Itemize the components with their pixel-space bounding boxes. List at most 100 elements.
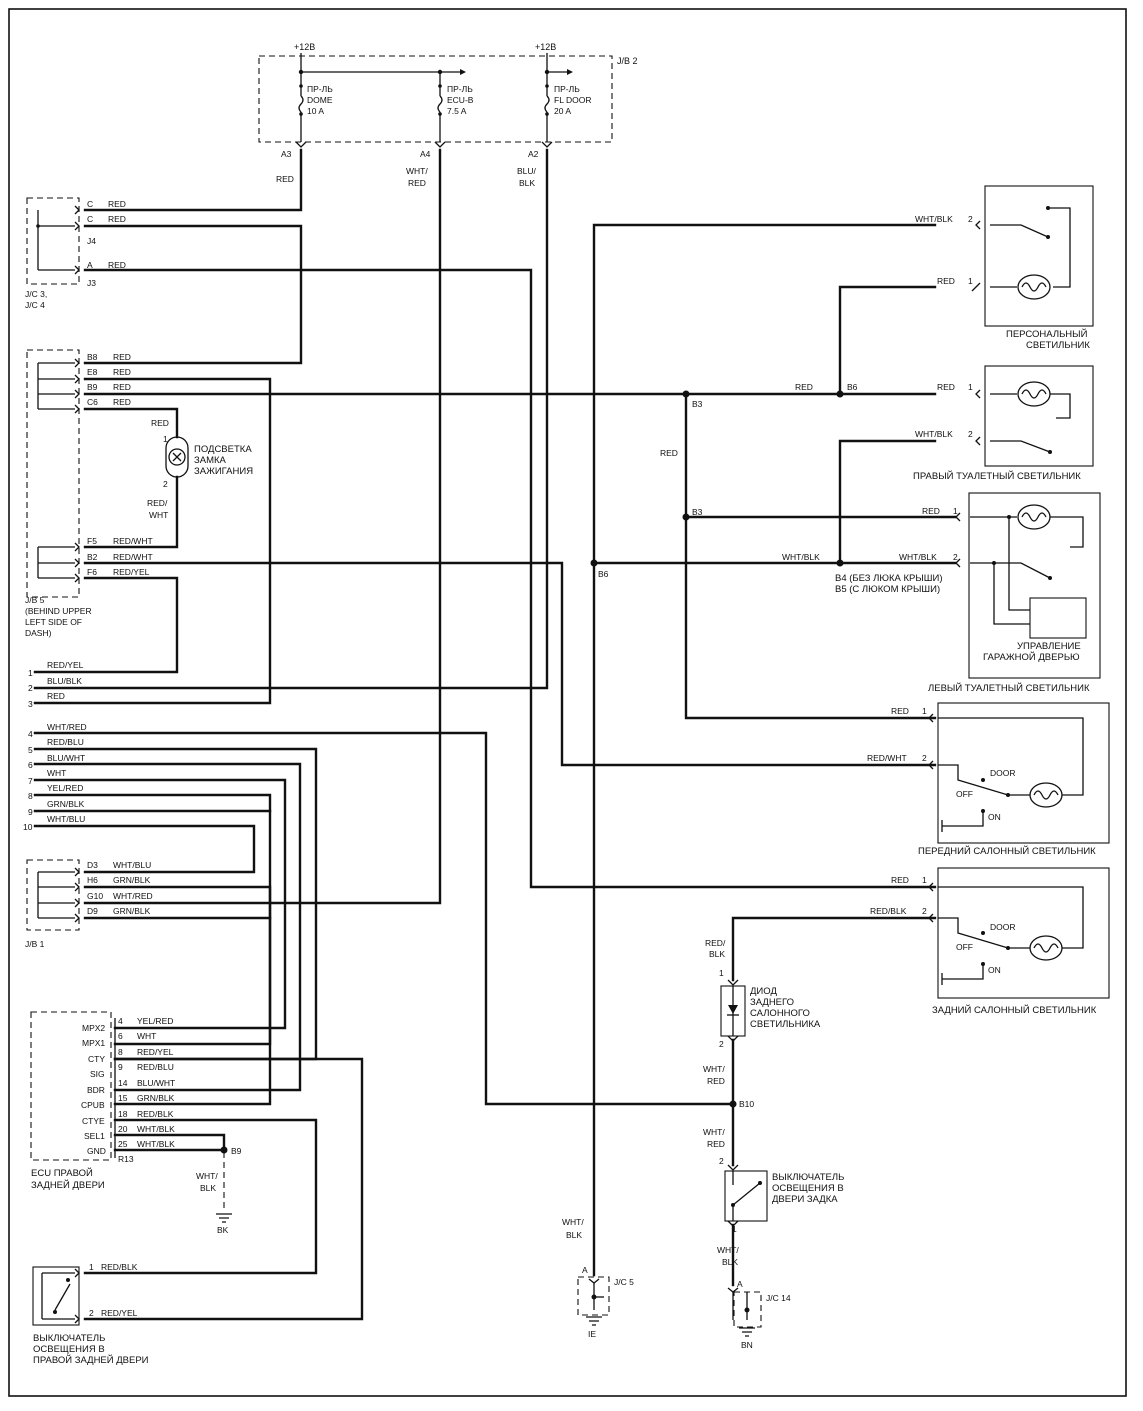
diode-wire-top-1: RED/ xyxy=(705,938,726,948)
rd-wire-1: RED xyxy=(891,875,909,885)
ecu-num-4: 4 xyxy=(118,1016,123,1026)
jb1-junction: D3 H6 G10 D9 WHT/BLU GRN/BLK WHT/RED GRN… xyxy=(25,859,153,949)
switch-icon xyxy=(938,917,1030,949)
conn-num-10: 10 xyxy=(23,822,33,832)
rear-dome-diode: RED/ BLK 1 2 ДИОД ЗАДНЕГО САЛОННОГО СВЕТ… xyxy=(703,938,821,1086)
ignition-key-light: RED 1 2 ПОДСВЕТКА ЗАМКА ЗАЖИГАНИЯ RED/ W… xyxy=(147,418,253,520)
jb5-name-2: (BEHIND UPPER xyxy=(25,606,92,616)
wire-a2-color-2: BLK xyxy=(519,178,535,188)
fuse-dome-l3: 10 A xyxy=(307,106,324,116)
rv-wire-red-left: RED xyxy=(795,382,813,392)
backsw-wire-1: WHT/ xyxy=(703,1127,725,1137)
jb5-pin-b8: B8 xyxy=(87,352,98,362)
conn-num-9: 9 xyxy=(28,807,33,817)
jb5-pin-b9: B9 xyxy=(87,382,98,392)
ecu-pin-sig: SIG xyxy=(90,1069,105,1079)
diode-label-2: ЗАДНЕГО xyxy=(750,997,794,1008)
conn-wire-6: BLU/WHT xyxy=(47,753,85,763)
jb5-wire-b2: RED/WHT xyxy=(113,552,153,562)
diode-label-3: САЛОННОГО xyxy=(750,1008,810,1019)
jc5-ground: IE xyxy=(588,1329,596,1339)
ecu-num-8: 8 xyxy=(118,1047,123,1057)
jb5-pin-f6: F6 xyxy=(87,567,97,577)
personal-pin-1: 1 xyxy=(968,276,973,286)
splice-b6-b: B6 xyxy=(598,569,609,579)
fd-on: ON xyxy=(988,812,1001,822)
ecu-pin-ctye: CTYE xyxy=(82,1116,105,1126)
jc14-pin-a: A xyxy=(737,1279,743,1289)
ecu-wire-8: RED/YEL xyxy=(137,1047,174,1057)
jb5-wire-f6: RED/YEL xyxy=(113,567,150,577)
ign-wire-bot-1: RED/ xyxy=(147,498,168,508)
jb1-pin-d3: D3 xyxy=(87,860,98,870)
ecu-name-1: ECU ПРАВОЙ xyxy=(31,1167,93,1179)
ecu-gnd-wire-1: WHT/ xyxy=(196,1171,218,1181)
rd-pin-1: 1 xyxy=(922,875,927,885)
diode-wire-top-2: BLK xyxy=(709,949,725,959)
jc14-wire-2: BLK xyxy=(722,1257,738,1267)
jc34-wire-1: RED xyxy=(108,199,126,209)
backsw-label-3: ДВЕРИ ЗАДКА xyxy=(772,1194,838,1205)
ign-wire-bot-2: WHT xyxy=(149,510,168,520)
jb1-pin-h6: H6 xyxy=(87,875,98,885)
jc34-name-1: J/C 3, xyxy=(25,289,47,299)
personal-pin-2: 2 xyxy=(968,214,973,224)
jc34-wire-2: RED xyxy=(108,214,126,224)
right-rear-door-switch: 1 2 RED/BLK RED/YEL ВЫКЛЮЧАТЕЛЬ ОСВЕЩЕНИ… xyxy=(32,1262,149,1366)
jb2-fuse-box: +12B +12B J/B 2 ПР-ЛЬ DOME 10 A ПР-ЛЬ EC… xyxy=(258,42,638,188)
rv-pin-2: 2 xyxy=(968,429,973,439)
backsw-wire-2: RED xyxy=(707,1139,725,1149)
ecu-num-20: 20 xyxy=(118,1124,128,1134)
jb2-label: J/B 2 xyxy=(617,56,638,66)
ign-label-3: ЗАЖИГАНИЯ xyxy=(194,466,253,477)
conn-num-7: 7 xyxy=(28,776,33,786)
conn-wire-3: RED xyxy=(47,691,65,701)
rv-wire-1: RED xyxy=(937,382,955,392)
lv-pin-1: 1 xyxy=(953,506,958,516)
rdoor-name-3: ПРАВОЙ ЗАДНЕЙ ДВЕРИ xyxy=(33,1354,149,1366)
fuse-icon-fldoor xyxy=(544,95,550,113)
fd-door: DOOR xyxy=(990,768,1016,778)
ign-pin-1: 1 xyxy=(163,434,168,444)
ign-wire-top: RED xyxy=(151,418,169,428)
splice-b10: B10 xyxy=(739,1099,754,1109)
jc5-pin-a: A xyxy=(582,1265,588,1275)
conn-num-6: 6 xyxy=(28,760,33,770)
conn-num-1: 1 xyxy=(28,668,33,678)
numbered-connector: 1 2 3 4 5 6 7 8 9 10 RED/YEL BLU/BLK RED… xyxy=(23,660,87,832)
fd-wire-2: RED/WHT xyxy=(867,753,907,763)
jb5-name-3: LEFT SIDE OF xyxy=(25,617,82,627)
rear-dome-lamp: RED RED/BLK 1 2 DOOR OFF ON ЗАДНИЙ САЛОН… xyxy=(870,867,1110,1016)
ecu-wire-6: WHT xyxy=(137,1031,156,1041)
page-frame xyxy=(8,8,1127,1397)
supply-12v-left: +12B xyxy=(294,42,315,52)
jb1-wire-h6: GRN/BLK xyxy=(113,875,151,885)
jb5-wire-e8: RED xyxy=(113,367,131,377)
conn-wire-2: BLU/BLK xyxy=(47,676,82,686)
bulb-icon xyxy=(1017,381,1051,407)
ign-pin-2: 2 xyxy=(163,479,168,489)
splice-points: B3 B3 B6 B6 RED B10 xyxy=(220,382,858,1154)
jc5-name: J/C 5 xyxy=(614,1277,634,1287)
splice-red-vertical: RED xyxy=(660,448,678,458)
splice-b3-a: B3 xyxy=(692,399,703,409)
jc5-wire-2: BLK xyxy=(566,1230,582,1240)
left-vanity-lamp: RED WHT/BLK WHT/BLK 1 2 B4 (БЕЗ ЛЮКА КРЫ… xyxy=(782,492,1101,694)
conn-wire-4: WHT/RED xyxy=(47,722,87,732)
lv-wire-1: RED xyxy=(922,506,940,516)
conn-wire-5: RED/BLU xyxy=(47,737,84,747)
jc14-junction: WHT/ BLK A J/C 14 BN xyxy=(717,1245,791,1350)
lv-b5: B5 (С ЛЮКОМ КРЫШИ) xyxy=(835,584,940,595)
ecu-wire-4: YEL/RED xyxy=(137,1016,173,1026)
rdoor-pin-1: 1 xyxy=(89,1262,94,1272)
ecu-num-14: 14 xyxy=(118,1078,128,1088)
jb5-pin-b2: B2 xyxy=(87,552,98,562)
rdoor-name-2: ОСВЕЩЕНИЯ В xyxy=(33,1344,105,1355)
ecu-pin-bdr: BDR xyxy=(87,1085,105,1095)
ecu-right-rear-door: MPX2 MPX1 CTY SIG BDR CPUB CTYE SEL1 GND… xyxy=(30,1011,242,1235)
jb5-pin-f5: F5 xyxy=(87,536,97,546)
fuse-fldoor-l1: ПР-ЛЬ xyxy=(554,84,580,94)
jb5-junction: B8 E8 B9 C6 RED RED RED RED F5 B2 F6 RED… xyxy=(25,349,153,638)
conn-wire-8: YEL/RED xyxy=(47,783,83,793)
ground-icon-bn xyxy=(739,1327,755,1337)
